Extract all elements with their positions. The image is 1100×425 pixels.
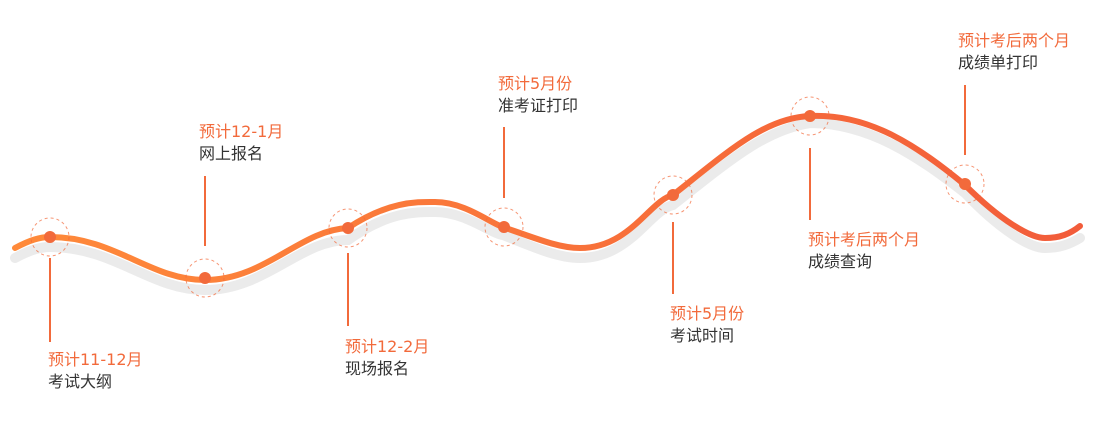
milestone-label-7: 预计考后两个月 成绩单打印 [958,30,1070,74]
milestone-dot-1 [44,231,56,243]
milestone-ring-4 [484,207,524,247]
milestone-event: 成绩查询 [808,252,873,271]
milestone-label-2: 预计12-1月 网上报名 [199,121,283,165]
milestone-event: 准考证打印 [498,96,579,115]
milestone-dot-2 [199,272,211,284]
milestone-ring-7 [945,164,985,204]
milestone-event: 成绩单打印 [958,53,1039,72]
milestone-label-6: 预计考后两个月 成绩查询 [808,229,920,273]
milestone-date: 预计考后两个月 [808,230,921,249]
milestone-event: 考试大纲 [48,372,113,391]
milestone-dot-7 [959,178,971,190]
milestone-label-4: 预计5月份 准考证打印 [498,73,578,117]
milestone-date: 预计考后两个月 [958,31,1071,50]
milestone-date: 预计11-12月 [48,350,143,369]
milestone-dot-6 [804,110,816,122]
milestone-date: 预计12-1月 [199,122,284,141]
curve-shadow [10,117,1085,296]
milestone-dot-4 [498,221,510,233]
milestone-dot-5 [667,189,679,201]
milestone-ring-6 [790,96,830,136]
milestone-ring-2 [185,258,225,298]
milestone-event: 网上报名 [199,144,264,163]
milestone-ring-5 [653,175,693,215]
milestone-date: 预计12-2月 [345,337,430,356]
milestone-date: 预计5月份 [498,74,573,93]
milestone-date: 预计5月份 [670,304,745,323]
milestone-dot-3 [342,222,354,234]
milestone-label-1: 预计11-12月 考试大纲 [48,349,143,393]
milestone-event: 考试时间 [670,326,735,345]
milestone-ring-1 [30,217,70,257]
milestone-label-5: 预计5月份 考试时间 [670,303,744,347]
milestone-event: 现场报名 [345,359,410,378]
milestone-ring-3 [328,208,368,248]
milestone-label-3: 预计12-2月 现场报名 [345,336,429,380]
timeline-curve [12,112,1083,284]
